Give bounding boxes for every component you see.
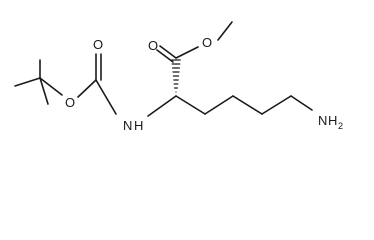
side-chain-bond-1 [175,95,206,115]
ester-o-to-methyl [217,21,233,41]
ester-oxygen-label: O [202,35,212,50]
nh-nitrogen-label: N [123,118,132,133]
ester-carbonyl-double-a [159,45,177,59]
boc-ether-o-to-carbonyl [77,79,97,98]
nh-to-alpha-carbon [147,95,177,117]
amine-subscript-label: 2 [338,121,343,131]
alpha-stereo-hashed-wedge [171,59,181,93]
side-chain-bond-2 [204,95,234,115]
boc-ether-oxygen-label: O [65,95,75,110]
ester-carbonyl-double-b [156,49,174,63]
ester-carbonyl-to-o [175,46,199,59]
boc-lysine-methyl-ester-structure: O O O O N H N H 2 [14,21,343,133]
nh-hydrogen-label: H [134,118,143,133]
tbu-bond-to-ether-o [39,77,63,96]
boc-carbonyl-to-nh [95,79,117,115]
bonds [14,21,313,117]
amine-hydrogen-label: H [328,113,337,128]
ester-carbonyl-oxygen-label: O [148,38,158,53]
tbu-bond-methyl-left [14,77,41,87]
amine-nitrogen-label: N [318,113,327,128]
side-chain-bond-5 [290,95,313,111]
tbu-bond-methyl-bottom [39,77,49,105]
boc-carbonyl-oxygen-label: O [93,37,103,52]
side-chain-bond-3 [232,95,263,115]
side-chain-bond-4 [261,95,292,115]
atom-labels: O O O O N H N H 2 [65,35,343,133]
